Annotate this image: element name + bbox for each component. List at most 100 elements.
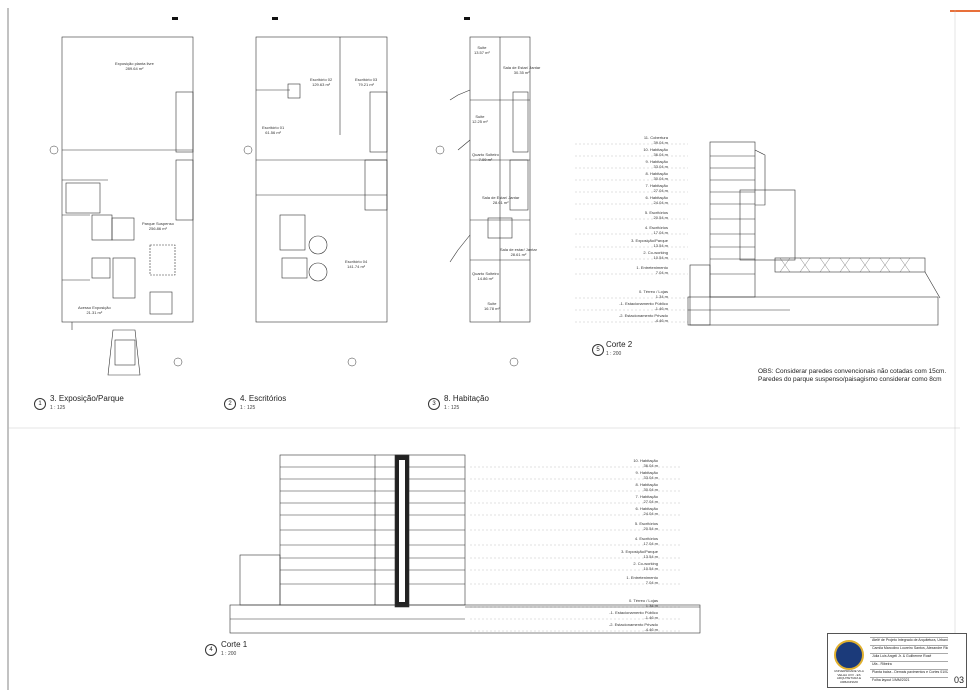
level-name: 7. Habitação [635, 494, 658, 499]
level-elevation: 1.34 m [655, 293, 668, 299]
level-name: 8. Habitação [645, 171, 668, 176]
level-name: 6. Habitação [645, 195, 668, 200]
level-elevation: 17.04 m [643, 540, 658, 546]
level-elevation: -1.46 m [644, 614, 658, 620]
level-elevation: 13.54 m [643, 553, 658, 559]
level-name: 6. Habitação [635, 506, 658, 511]
title-block-row: Folha layout 1/MM/2021 [870, 677, 948, 682]
level-name: 1. Entretenimento [626, 575, 658, 580]
level-elevation: -4.46 m [654, 317, 668, 323]
observation-note: OBS: Considerar paredes convencionais nã… [758, 368, 947, 383]
level-elevation: 7.04 m [655, 269, 668, 275]
level-name: 2. Co-working [643, 250, 668, 255]
level-name: -2. Estacionamento Privado [618, 313, 668, 318]
level-elevation: 24.04 m [653, 199, 668, 205]
level-label: -1. Estacionamento Público-1.46 m [598, 301, 668, 311]
view-number-5: 5 [592, 344, 604, 356]
view-scale-3: 1 : 125 [444, 405, 460, 411]
level-name: 10. Habitação [643, 147, 668, 152]
view-scale-1: 1 : 125 [50, 405, 66, 411]
title-block-row: Planta baixa - Demais pavimentos e Corte… [870, 669, 948, 674]
view-title-2: 4. Escritórios [240, 394, 287, 403]
level-elevation: 10.54 m [653, 254, 668, 260]
level-name: 1. Entretenimento [636, 265, 668, 270]
level-name: 3. Exposição/Parque [631, 238, 668, 243]
view-scale-5: 1 : 200 [606, 351, 622, 357]
level-name: 3. Exposição/Parque [621, 549, 658, 554]
level-elevation: 1.34 m [645, 602, 658, 608]
title-block-row: Júlia Luis Angeli Jr. & Guilherme Rosê [870, 653, 948, 658]
level-name: 11. Cobertura [643, 135, 668, 140]
level-elevation: 33.04 m [653, 163, 668, 169]
title-block-row: Ufa - Ribeira [870, 661, 948, 666]
level-elevation: 30.04 m [643, 486, 658, 492]
level-elevation: 17.04 m [653, 229, 668, 235]
view-title-5: Corte 2 [606, 340, 633, 349]
level-name: -1. Estacionamento Público [609, 610, 658, 615]
level-name: 2. Co-working [633, 561, 658, 566]
level-elevation: -1.46 m [654, 305, 668, 311]
view-number-3: 3 [428, 398, 440, 410]
level-elevation: 20.54 m [643, 525, 658, 531]
level-elevation: 36.04 m [653, 151, 668, 157]
level-elevation: 30.04 m [653, 175, 668, 181]
level-name: -1. Estacionamento Público [619, 301, 668, 306]
level-name: 8. Habitação [635, 482, 658, 487]
level-name: 7. Habitação [645, 183, 668, 188]
level-label: -1. Estacionamento Público-1.46 m [588, 610, 658, 620]
level-name: -2. Estacionamento Privado [608, 622, 658, 627]
view-title-1: 3. Exposição/Parque [50, 394, 124, 403]
level-elevation: 10.54 m [643, 565, 658, 571]
level-elevation: 24.04 m [643, 510, 658, 516]
view-number-4: 4 [205, 644, 217, 656]
level-label: -2. Estacionamento Privado-4.46 m [588, 622, 658, 632]
sheet-number: 03 [953, 675, 964, 685]
level-label: -2. Estacionamento Privado-4.46 m [598, 313, 668, 323]
view-title-4: Corte 1 [221, 640, 248, 649]
level-name: 0. Térreo / Lojas [628, 598, 658, 603]
level-name: 4. Escritórios [634, 536, 658, 541]
level-name: 5. Escritórios [634, 521, 658, 526]
view-scale-4: 1 : 200 [221, 651, 237, 657]
title-block-row: Atelê de Projeto Integrado de Arquitetur… [870, 637, 948, 642]
title-block-row: Camila Marcolino Loureiro Santos, Alexan… [870, 645, 948, 650]
view-number-1: 1 [34, 398, 46, 410]
